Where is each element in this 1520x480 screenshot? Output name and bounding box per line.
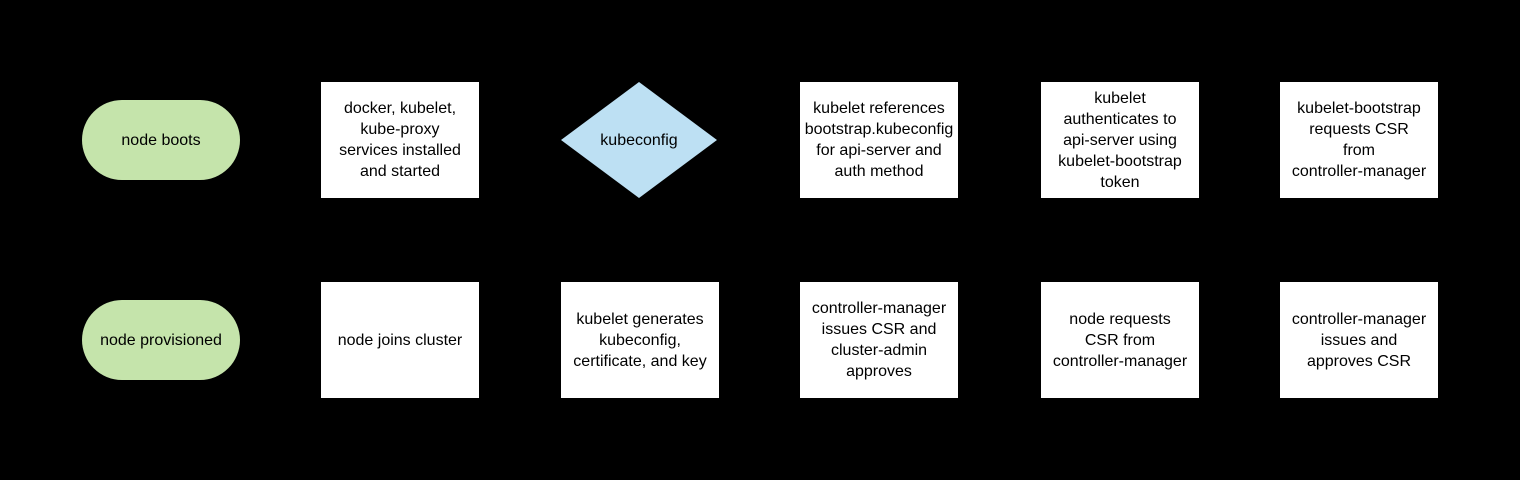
process-node-requests-csr: node requests CSR from controller-manage… [1041,282,1199,398]
process-kubelet-references-bootstrap-kubeconfig: kubelet references bootstrap.kubeconfig … [800,82,958,198]
decision-kubeconfig: kubeconfig [561,82,717,198]
process-kubelet-authenticates: kubelet authenticates to api-server usin… [1041,82,1199,198]
process-kubelet-generates-kubeconfig: kubelet generates kubeconfig, certificat… [561,282,719,398]
process-node-joins-cluster: node joins cluster [321,282,479,398]
process-services-installed: docker, kubelet, kube-proxy services ins… [321,82,479,198]
process-kubelet-bootstrap-requests-csr: kubelet-bootstrap requests CSR from cont… [1280,82,1438,198]
process-controller-manager-issues-and-approves-csr: controller-manager issues and approves C… [1280,282,1438,398]
terminal-node-boots: node boots [82,100,240,180]
process-controller-manager-issues-csr-cluster-admin-approves: controller-manager issues CSR and cluste… [800,282,958,398]
terminal-node-provisioned: node provisioned [82,300,240,380]
